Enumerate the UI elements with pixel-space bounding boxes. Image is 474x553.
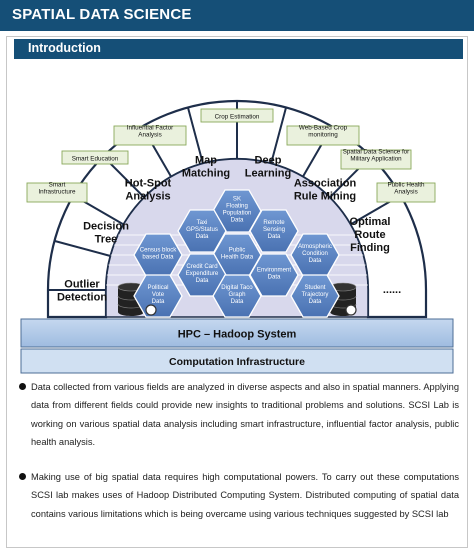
hex-digital-taco bbox=[212, 274, 262, 318]
bullet-text-1: Data collected from various fields are a… bbox=[31, 382, 459, 447]
hpc-label: HPC – Hadoop System bbox=[178, 329, 297, 341]
arc-ellipsis: ...... bbox=[383, 284, 401, 296]
callout-public-health bbox=[376, 182, 436, 203]
infra-label: Computation Infrastructure bbox=[169, 356, 305, 368]
infra-band bbox=[20, 348, 454, 374]
hex-student bbox=[290, 274, 340, 318]
callout-crop-estimation bbox=[200, 108, 274, 123]
refresh-arrow-icon bbox=[145, 304, 357, 316]
callout-military bbox=[340, 149, 412, 170]
header-band bbox=[0, 0, 474, 31]
bullet-text-2: Making use of big spatial data requires … bbox=[31, 472, 459, 519]
section-band bbox=[14, 39, 463, 59]
callouts bbox=[26, 108, 436, 203]
bullet-dot bbox=[19, 473, 26, 480]
page-title: SPATIAL DATA SCIENCE bbox=[12, 6, 192, 23]
data-hexagons bbox=[133, 189, 340, 318]
section-title: Introduction bbox=[28, 41, 101, 55]
bullet-item-1: Data collected from various fields are a… bbox=[19, 378, 459, 451]
bullet-item-2: Making use of big spatial data requires … bbox=[19, 468, 459, 523]
hex-environment bbox=[249, 253, 299, 297]
callout-smart-education-label: Smart Education bbox=[72, 156, 119, 163]
callout-web-based-crop bbox=[286, 125, 360, 146]
callout-crop-estimation-label: Crop Estimation bbox=[215, 114, 260, 121]
hex-remote bbox=[249, 209, 299, 253]
callout-smart-education bbox=[61, 150, 129, 165]
bullet-dot bbox=[19, 383, 26, 390]
callout-influential-factor bbox=[113, 125, 187, 146]
callout-smart-infrastructure bbox=[26, 182, 88, 203]
hpc-band bbox=[20, 318, 454, 348]
hex-political bbox=[133, 274, 183, 318]
